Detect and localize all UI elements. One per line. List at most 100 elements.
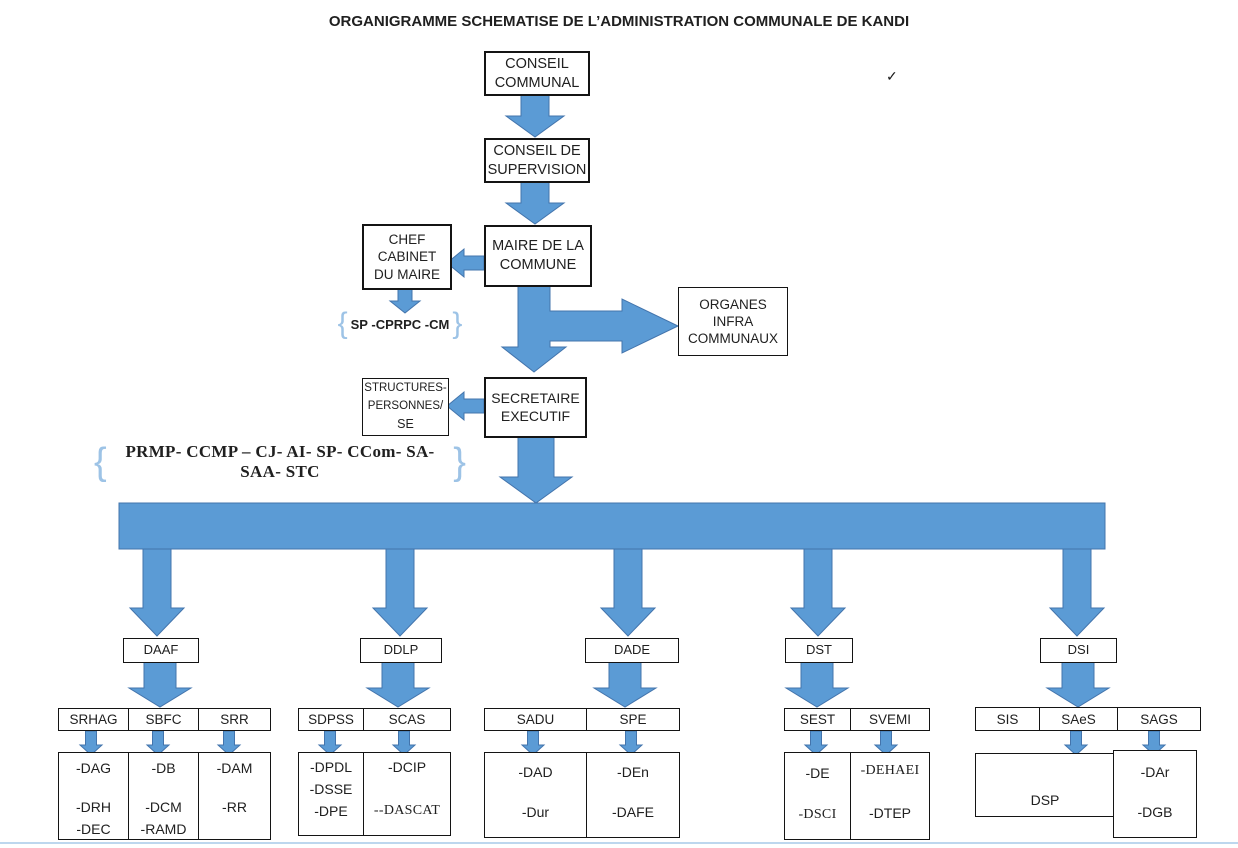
item: -DAr: [1140, 764, 1170, 780]
arrow-dst-to-services: [784, 660, 850, 708]
items-scas: -DCIP --DASCAT: [364, 752, 451, 836]
service-srhag: SRHAG: [58, 708, 129, 731]
checkmark-glyph: ✓: [886, 68, 898, 84]
service-sags: SAGS: [1118, 707, 1201, 731]
service-sdpss: SDPSS: [298, 708, 364, 731]
arrow-srr-to-list: [216, 730, 242, 756]
item: -DEHAEI: [860, 763, 920, 778]
arrow-daaf-to-services: [127, 660, 193, 708]
item: -DE: [805, 765, 830, 781]
se-annex-text: PRMP- CCMP – CJ- AI- SP- CCom- SA- SAA- …: [125, 442, 435, 481]
arrow-sadu-to-list: [520, 730, 546, 756]
arrow-srhag-to-list: [78, 730, 104, 756]
bottom-rule: [0, 842, 1238, 844]
service-row-dade: SADU SPE: [484, 708, 680, 731]
items-table-ddlp: -DPDL -DSSE -DPE -DCIP --DASCAT: [298, 752, 451, 836]
item: --DASCAT: [373, 803, 441, 818]
node-line: COMMUNE: [499, 257, 577, 273]
items-svemi: -DEHAEI -DTEP: [851, 752, 930, 840]
service-spe: SPE: [587, 708, 680, 731]
arrow-scas-to-list: [391, 730, 417, 756]
node-line: SECRETAIRE: [491, 389, 580, 406]
arrow-ddlp-to-services: [365, 660, 431, 708]
item: -DEn: [617, 764, 649, 780]
service-sbfc: SBFC: [129, 708, 199, 731]
node-line: CABINET: [377, 249, 437, 265]
arrow-saes-to-list: [1063, 730, 1089, 756]
items-table-dade: -DAD -Dur -DEn -DAFE: [484, 752, 680, 838]
service-svemi: SVEMI: [851, 708, 930, 731]
arrow-trunk-to-dade: [599, 548, 657, 637]
node-secretaire-executif: SECRETAIRE EXECUTIF: [484, 377, 587, 438]
arrow-secretaire-to-trunk: [498, 432, 574, 504]
node-line: DU MAIRE: [373, 266, 440, 282]
item: -DGB: [1137, 804, 1173, 820]
node-line: COMMUNAL: [494, 74, 580, 91]
se-annex-list: { PRMP- CCMP – CJ- AI- SP- CCom- SA- SAA…: [94, 442, 466, 482]
node-line: EXECUTIF: [500, 407, 571, 424]
service-srr: SRR: [199, 708, 271, 731]
arrow-chef-cabinet-to-annex: [388, 287, 422, 314]
direction-label: DDLP: [383, 642, 419, 658]
arrow-maire-down-and-right: [500, 282, 680, 373]
node-line: CHEF: [388, 232, 426, 248]
node-organes-infra: ORGANES INFRA COMMUNAUX: [678, 287, 788, 356]
service-row-dst: SEST SVEMI: [784, 708, 930, 731]
items-table-dst: -DE -DSCI -DEHAEI -DTEP: [784, 752, 930, 840]
direction-label: DSI: [1067, 642, 1090, 658]
node-line: ORGANES: [699, 296, 767, 312]
direction-label: DAAF: [143, 642, 179, 658]
item: -DSCI: [798, 807, 837, 822]
item: -DCM: [145, 799, 182, 815]
item: DSP: [1030, 792, 1060, 809]
right-brace: }: [452, 307, 463, 340]
items-box-sags: -DAr -DGB: [1113, 750, 1197, 838]
node-conseil-communal: CONSEIL COMMUNAL: [484, 51, 590, 96]
node-line: INFRA: [712, 313, 754, 329]
item: -DEC: [76, 821, 111, 837]
cabinet-annex-text: SP -CPRPC -CM: [350, 316, 450, 332]
item: -DAM: [216, 760, 253, 776]
arrow-sdpss-to-list: [317, 730, 343, 756]
items-sest: -DE -DSCI: [784, 752, 851, 840]
item: -RR: [222, 799, 247, 815]
right-brace: }: [453, 441, 466, 483]
node-direction-ddlp: DDLP: [360, 638, 442, 663]
direction-label: DADE: [613, 642, 651, 658]
arrow-trunk-to-dst: [789, 548, 847, 637]
item: -DPDL: [309, 759, 352, 775]
node-direction-dade: DADE: [585, 638, 679, 663]
node-structures-personnes: STRUCTURES- PERSONNES/ SE: [362, 378, 449, 436]
item: -DRH: [76, 799, 111, 815]
service-sis: SIS: [975, 707, 1040, 731]
node-direction-daaf: DAAF: [123, 638, 199, 663]
node-line: CONSEIL DE: [493, 142, 581, 159]
arrow-secretaire-to-structures: [446, 390, 485, 422]
service-scas: SCAS: [364, 708, 451, 731]
items-table-daaf: -DAG -DRH -DEC -DB -DCM -RAMD -DAM -RR: [58, 752, 271, 840]
page-title: ORGANIGRAMME SCHEMATISE DE L’ADMINISTRAT…: [328, 13, 910, 30]
arrow-dsi-to-services: [1045, 660, 1111, 708]
service-sadu: SADU: [484, 708, 587, 731]
node-maire: MAIRE DE LA COMMUNE: [484, 225, 592, 287]
arrow-sest-to-list: [803, 730, 829, 756]
item: -DCIP: [387, 759, 427, 775]
items-sdpss: -DPDL -DSSE -DPE: [298, 752, 364, 836]
node-line: SE: [397, 416, 414, 431]
service-sest: SEST: [784, 708, 851, 731]
item: -DPE: [314, 803, 348, 819]
service-row-ddlp: SDPSS SCAS: [298, 708, 451, 731]
item: -DB: [151, 760, 176, 776]
item: -DAD: [518, 764, 553, 780]
arrow-supervision-to-maire: [504, 178, 566, 225]
node-line: SUPERVISION: [487, 161, 587, 178]
node-line: STRUCTURES-: [364, 382, 447, 395]
item: -DSSE: [309, 781, 353, 797]
item: -DTEP: [869, 805, 911, 821]
items-sadu: -DAD -Dur: [484, 752, 587, 838]
node-conseil-supervision: CONSEIL DE SUPERVISION: [484, 138, 590, 183]
arrow-spe-to-list: [618, 730, 644, 756]
node-line: CONSEIL: [505, 55, 569, 72]
node-direction-dsi: DSI: [1040, 638, 1117, 663]
node-chef-cabinet: CHEF CABINET DU MAIRE: [362, 224, 452, 290]
